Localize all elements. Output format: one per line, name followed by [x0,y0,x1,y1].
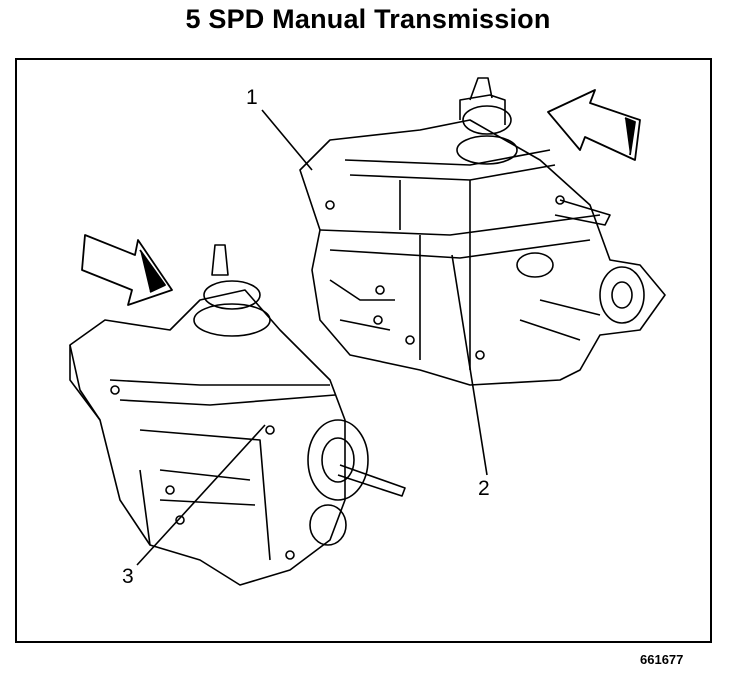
transmission-rear-view [299,77,666,386]
callout-1: 1 [246,86,258,109]
transmission-front-view [69,244,406,586]
direction-arrow-lower [81,234,173,306]
callout-2: 2 [478,477,490,500]
figure-number: 661677 [640,652,684,667]
leader-line-2 [451,254,488,476]
leader-line-1 [261,109,313,171]
illustration-frame [15,58,712,643]
callout-3: 3 [122,565,134,588]
diagram-title: 5 SPD Manual Transmission [185,4,551,34]
leader-line-3 [136,424,266,566]
direction-arrow-upper [547,89,641,161]
